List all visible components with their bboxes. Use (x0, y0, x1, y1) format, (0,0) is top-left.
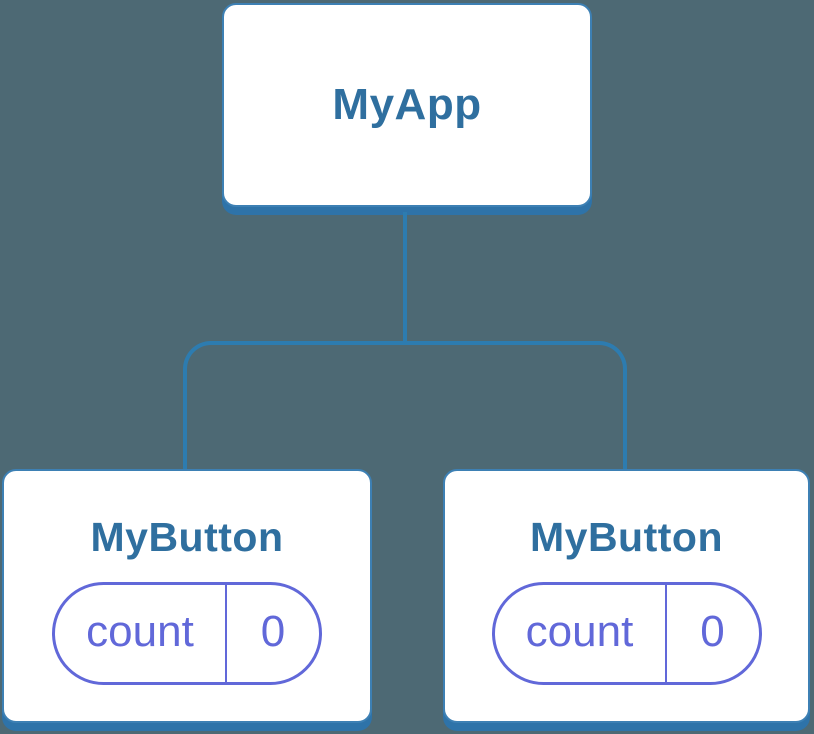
state-value-label: 0 (700, 606, 725, 656)
connector-branch-lines (183, 341, 627, 470)
tree-child-node-2: MyButton count 0 (443, 469, 810, 723)
state-key-cell: count (55, 585, 227, 683)
connector-stem-line (403, 212, 407, 345)
child-node-title: MyButton (90, 514, 284, 560)
state-key-cell: count (495, 585, 667, 683)
state-key-label: count (86, 606, 194, 656)
state-pill: count 0 (52, 582, 322, 686)
state-value-cell: 0 (667, 585, 759, 682)
state-value-label: 0 (260, 606, 286, 656)
state-key-label: count (525, 606, 634, 656)
tree-child-node-1: MyButton count 0 (2, 469, 372, 723)
tree-root-node: MyApp (222, 3, 592, 207)
state-value-cell: 0 (227, 585, 319, 682)
child-node-title: MyButton (529, 514, 723, 560)
state-pill: count 0 (491, 582, 762, 686)
root-node-title: MyApp (332, 79, 482, 129)
